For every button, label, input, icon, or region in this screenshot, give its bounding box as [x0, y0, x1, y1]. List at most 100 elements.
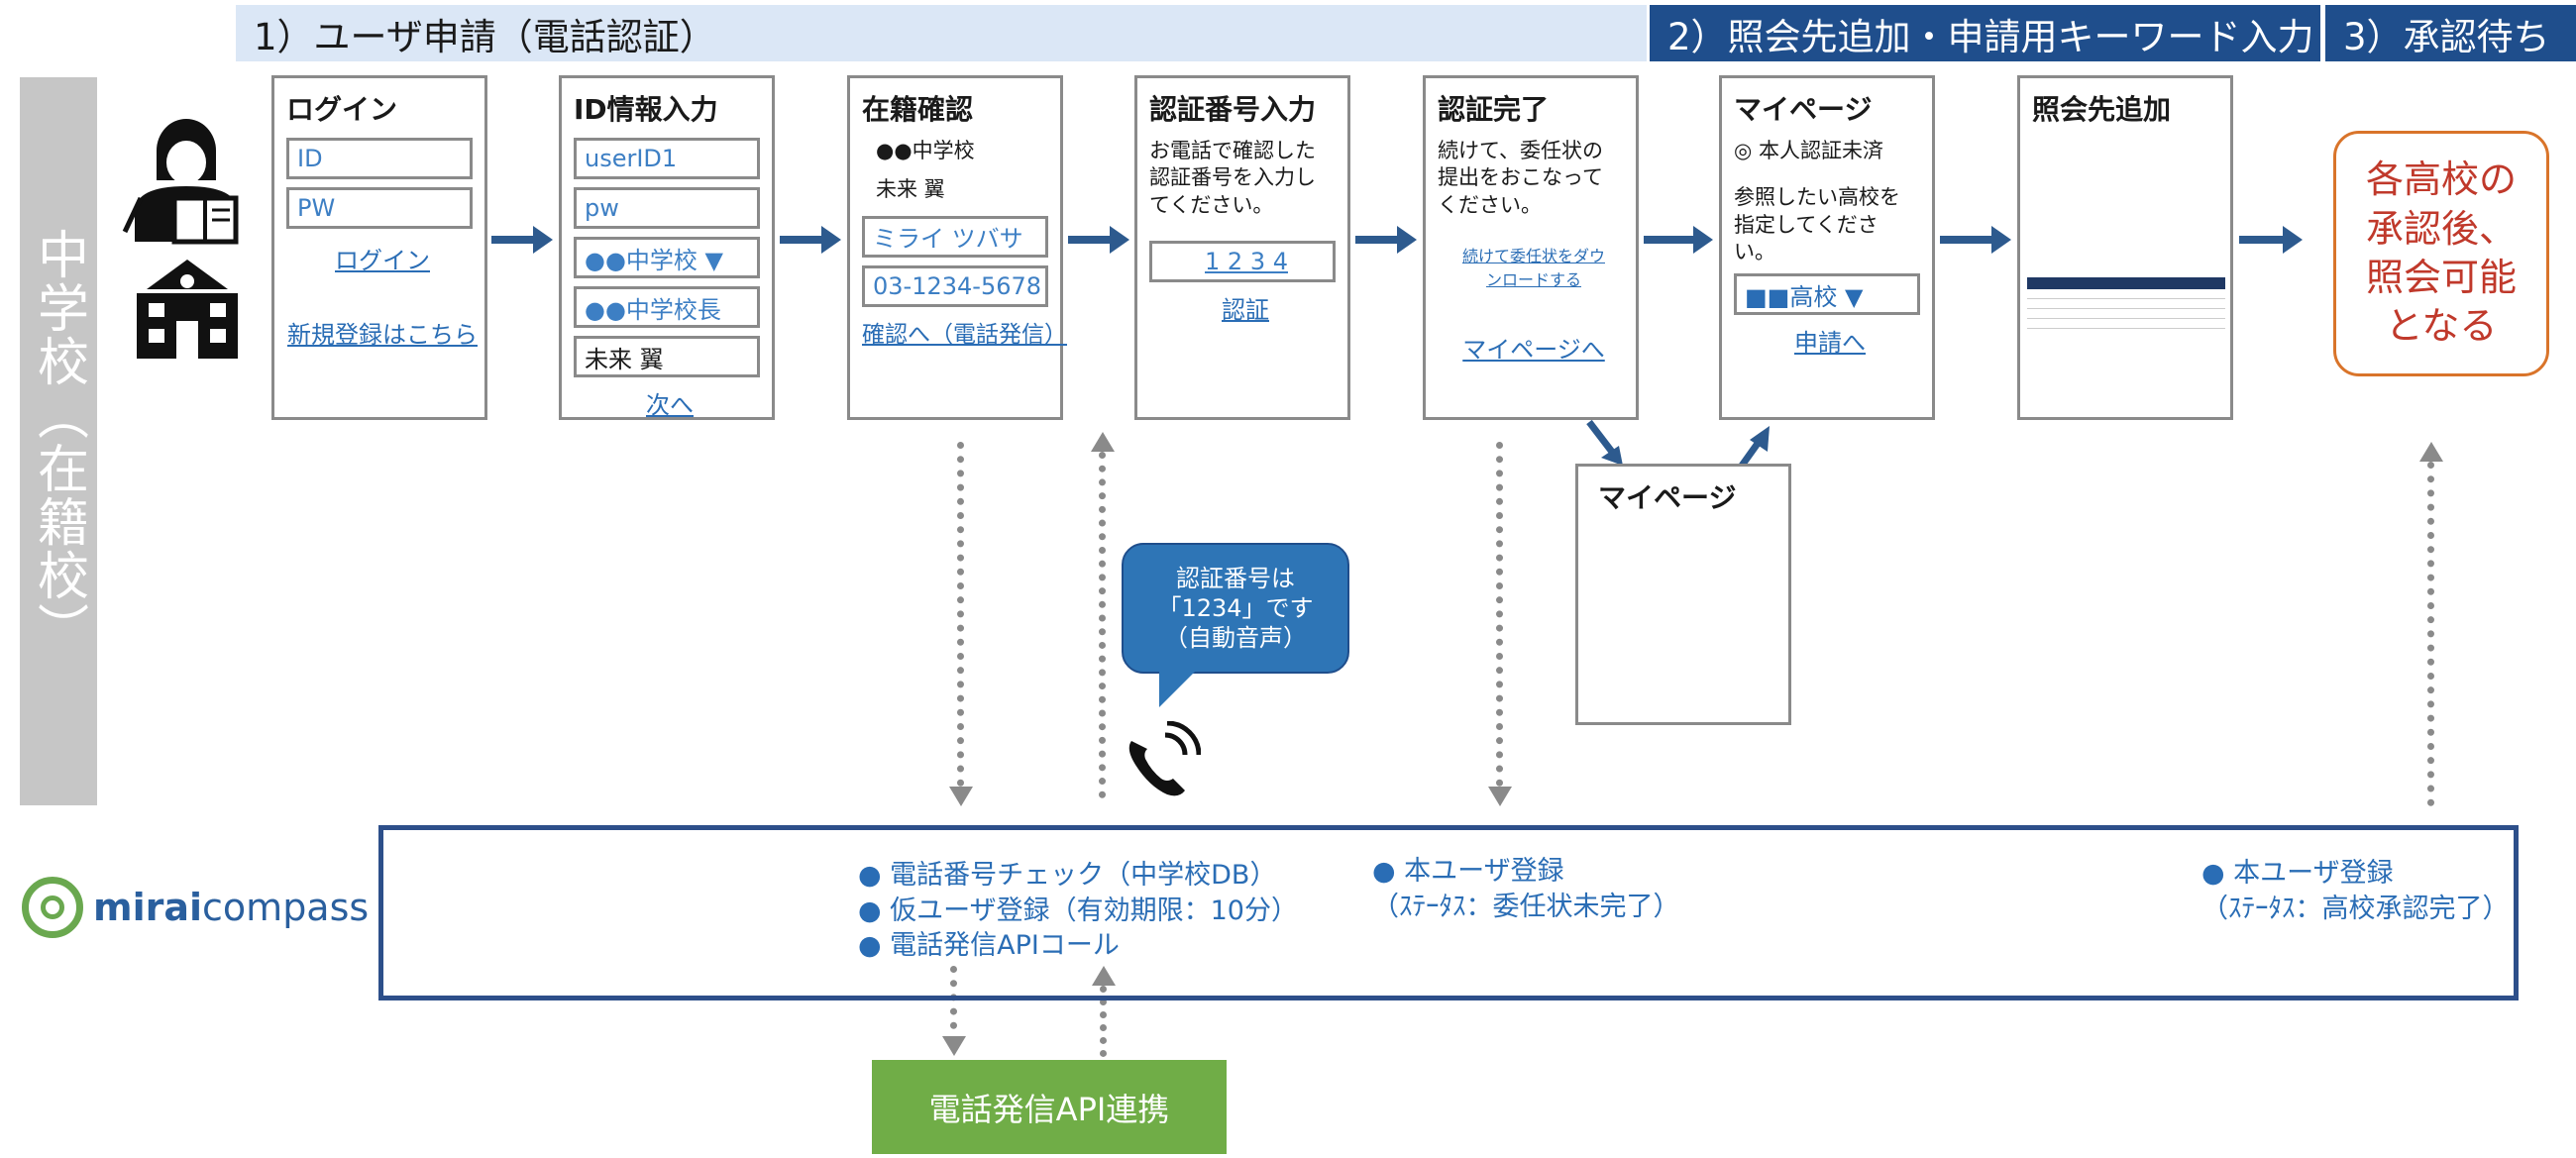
id-field[interactable]: ID — [286, 138, 473, 179]
confirm-call-link[interactable]: 確認へ（電話発信） — [862, 321, 1067, 348]
mypage-title: マイページ — [1734, 93, 1873, 126]
status-approved: （ｽﾃｰﾀｽ：高校承認完了） — [2201, 893, 2510, 924]
userid-field[interactable]: userID1 — [574, 138, 760, 179]
miraicompass-logo-icon — [22, 877, 83, 938]
auth-complete-screen: 認証完了 続けて、委任状の提出をおこなってください。 続けて委任状をダウンロード… — [1423, 75, 1639, 420]
logo-bold-text: mirai — [93, 886, 203, 929]
mini-table-row — [2027, 289, 2225, 299]
logo-rest-text: compass — [202, 886, 370, 929]
junior-high-label: 中学校（在籍校） — [20, 77, 97, 805]
enrollment-title: 在籍確認 — [862, 93, 974, 126]
auth-input-screen: 認証番号入力 お電話で確認した認証番号を入力してください。 1 2 3 4 認証 — [1134, 75, 1350, 420]
callout-line-1: 認証番号は — [1176, 565, 1295, 592]
name-field[interactable]: 未来 翼 — [574, 336, 760, 377]
dashed-connector — [1496, 442, 1503, 787]
phone-ringing-icon — [1128, 721, 1201, 796]
phone-field[interactable]: 03-1234-5678 — [862, 264, 1048, 307]
enrollment-screen: 在籍確認 ●●中学校 未来 翼 ミライ ツバサ 03-1234-5678 確認へ… — [847, 75, 1067, 420]
mini-table-row — [2027, 299, 2225, 309]
status-proxy-pending: （ｽﾃｰﾀｽ：委任状未完了） — [1372, 891, 1680, 922]
auth-status: ◎ 本人認証未済 — [1734, 139, 1883, 162]
user-register-item: ● 本ユーザ登録 — [1372, 856, 1564, 887]
auth-complete-desc: 続けて、委任状の提出をおこなってください。 — [1438, 139, 1603, 217]
high-school-select[interactable]: ■■高校 ▼ — [1734, 273, 1920, 316]
call-api-item: ● 電話発信APIコール — [858, 930, 1120, 962]
reference-mini-table — [2027, 277, 2225, 329]
download-proxy-link[interactable]: 続けて委任状をダウンロードする — [1461, 246, 1605, 289]
arrowhead-up — [1091, 432, 1115, 452]
approval-line-4: となる — [2385, 304, 2498, 349]
arrowhead-up — [2419, 442, 2443, 462]
flow-arrow — [1355, 226, 1417, 254]
arrowhead-down — [942, 1036, 966, 1056]
auth-code-field[interactable]: 1 2 3 4 — [1149, 240, 1336, 282]
student-icon — [122, 119, 239, 245]
apply-link[interactable]: 申請へ — [1794, 329, 1866, 358]
arrowhead-down — [1488, 787, 1512, 806]
auth-input-desc: お電話で確認した認証番号を入力してください。 — [1149, 139, 1316, 217]
temp-user-item: ● 仮ユーザ登録（有効期限：10分） — [858, 895, 1298, 926]
auth-submit-link[interactable]: 認証 — [1222, 295, 1269, 324]
dashed-connector — [1100, 986, 1107, 1057]
callout-tail — [1159, 672, 1195, 707]
arrowhead-down — [949, 787, 973, 806]
callout-line-2: 「1234」です — [1157, 594, 1314, 622]
school-select[interactable]: ●●中学校 ▼ — [574, 237, 760, 278]
auth-complete-title: 認証完了 — [1438, 93, 1550, 126]
approval-line-3: 照会可能 — [2365, 256, 2517, 299]
user-register-item: ● 本ユーザ登録 — [2201, 858, 2394, 889]
phone-api-box: 電話発信API連携 — [872, 1060, 1227, 1154]
id-input-title: ID情報入力 — [574, 93, 718, 126]
mypage-desc: 参照したい高校を指定してください。 — [1734, 185, 1900, 263]
login-title: ログイン — [286, 93, 398, 126]
phase-1-header: 1）ユーザ申請（電話認証） — [236, 5, 1647, 61]
flow-arrow — [1940, 226, 2011, 254]
dashed-connector — [1099, 452, 1106, 798]
register-link[interactable]: 新規登録はこちら — [287, 321, 478, 349]
auth-code-callout: 認証番号は 「1234」です （自動音声） — [1122, 543, 1349, 674]
id-input-screen: ID情報入力 userID1 pw ●●中学校 ▼ ●●中学校長 未来 翼 次へ — [559, 75, 775, 420]
system-group-3: ● 本ユーザ登録 （ｽﾃｰﾀｽ：高校承認完了） — [2201, 856, 2510, 926]
to-mypage-link[interactable]: マイページへ — [1462, 335, 1605, 364]
flow-arrow — [2239, 226, 2303, 254]
auth-input-title: 認証番号入力 — [1149, 93, 1317, 126]
approval-note: 各高校の 承認後、 照会可能 となる — [2333, 131, 2549, 376]
principal-field[interactable]: ●●中学校長 — [574, 286, 760, 328]
approval-line-1: 各高校の — [2365, 158, 2517, 202]
mypage-screen: マイページ ◎ 本人認証未済 参照したい高校を指定してください。 ■■高校 ▼ … — [1719, 75, 1935, 420]
pw-field[interactable]: PW — [286, 187, 473, 229]
dashed-connector — [950, 966, 957, 1043]
next-link[interactable]: 次へ — [646, 391, 694, 419]
mini-table-row — [2027, 319, 2225, 329]
dashed-connector — [957, 442, 964, 787]
add-reference-title: 照会先追加 — [2032, 93, 2172, 126]
phase-2-header: 2）照会先追加・申請用キーワード入力 — [1650, 5, 2320, 61]
system-group-2: ● 本ユーザ登録 （ｽﾃｰﾀｽ：委任状未完了） — [1372, 854, 1680, 924]
enrolled-school: ●●中学校 — [876, 139, 975, 162]
junior-high-label-text: 中学校（在籍校） — [28, 227, 88, 656]
arrowhead-up — [1092, 966, 1116, 986]
mini-table-row — [2027, 309, 2225, 319]
mini-table-header — [2027, 277, 2225, 289]
add-reference-screen: 照会先追加 — [2017, 75, 2233, 420]
login-screen: ログイン ID PW ログイン 新規登録はこちら — [271, 75, 487, 420]
login-link[interactable]: ログイン — [335, 247, 430, 274]
mypage-popup: マイページ — [1575, 464, 1791, 725]
flow-arrow — [1644, 226, 1713, 254]
password-field[interactable]: pw — [574, 187, 760, 229]
logo-text: miraicompass — [93, 886, 369, 929]
kana-field[interactable]: ミライ ツバサ — [862, 215, 1048, 258]
phone-check-item: ● 電話番号チェック（中学校DB） — [858, 860, 1277, 891]
approval-line-2: 承認後、 — [2365, 206, 2517, 251]
enrolled-name: 未来 翼 — [876, 177, 945, 202]
system-group-1: ● 電話番号チェック（中学校DB） ● 仮ユーザ登録（有効期限：10分） ● 電… — [858, 858, 1298, 964]
flow-arrow — [1068, 226, 1129, 254]
phase-3-header: 3）承認待ち — [2325, 5, 2576, 61]
school-icon — [137, 260, 238, 359]
flow-arrow — [780, 226, 841, 254]
system-process-frame — [378, 825, 2519, 1000]
miraicompass-logo: miraicompass — [22, 877, 369, 938]
dashed-connector — [2427, 462, 2434, 806]
callout-line-3: （自動音声） — [1164, 624, 1307, 652]
popup-arrows — [1586, 419, 1770, 469]
